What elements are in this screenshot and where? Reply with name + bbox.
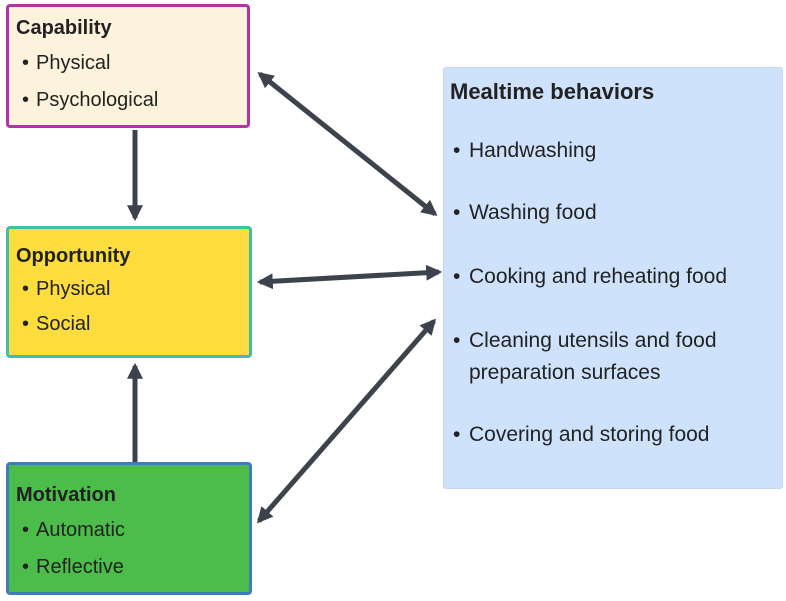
opportunity-item-social: Social <box>16 312 249 336</box>
capability-box: Capability Physical Psychological <box>6 4 250 128</box>
behavior-item-handwashing: Handwashing <box>450 135 782 167</box>
motivation-title: Motivation <box>16 484 116 506</box>
capability-list: Physical Psychological <box>16 51 247 112</box>
arrow-opportunity-behaviors <box>256 264 443 290</box>
mealtime-behaviors-box: Mealtime behaviors Handwashing Washing f… <box>443 67 783 489</box>
opportunity-item-physical: Physical <box>16 277 249 301</box>
motivation-box: Motivation Automatic Reflective <box>6 462 252 595</box>
opportunity-title: Opportunity <box>16 245 131 267</box>
capability-title: Capability <box>16 17 112 39</box>
mealtime-behaviors-title: Mealtime behaviors <box>450 79 655 104</box>
motivation-item-reflective: Reflective <box>16 555 249 579</box>
behavior-item-cooking-reheating: Cooking and reheating food <box>450 261 782 293</box>
opportunity-box: Opportunity Physical Social <box>6 226 252 358</box>
behavior-item-washing-food: Washing food <box>450 197 782 229</box>
capability-item-psychological: Psychological <box>16 88 247 112</box>
mealtime-behaviors-list: Handwashing Washing food Cooking and reh… <box>450 135 782 451</box>
behavior-item-cleaning-utensils: Cleaning utensils and food preparation s… <box>450 325 782 389</box>
opportunity-list: Physical Social <box>16 277 249 336</box>
behavior-item-covering-storing: Covering and storing food <box>450 419 782 451</box>
arrow-motivation-behaviors <box>256 318 437 524</box>
arrow-capability-behaviors <box>257 72 438 216</box>
capability-item-physical: Physical <box>16 51 247 75</box>
motivation-list: Automatic Reflective <box>16 518 249 579</box>
motivation-item-automatic: Automatic <box>16 518 249 542</box>
